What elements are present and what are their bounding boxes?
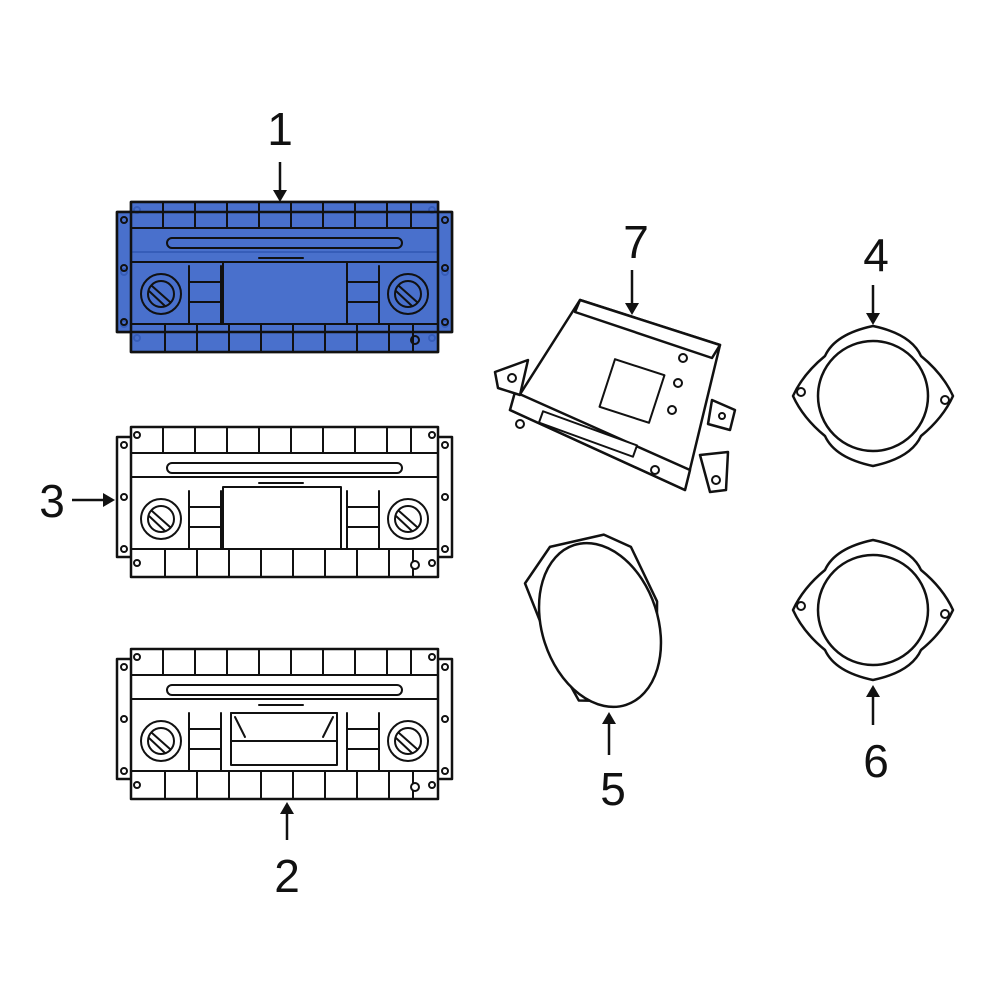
part-2-radio[interactable] bbox=[115, 647, 454, 801]
part-3-radio[interactable] bbox=[115, 425, 454, 579]
callout-1: 1 bbox=[267, 103, 293, 155]
callout-4: 4 bbox=[863, 229, 889, 281]
part-5-speaker[interactable] bbox=[517, 521, 683, 723]
leader-arrows bbox=[72, 162, 880, 840]
callout-5: 5 bbox=[600, 763, 626, 815]
part-1-highlight-fill bbox=[117, 202, 452, 352]
callout-2: 2 bbox=[274, 850, 300, 902]
part-1-outline bbox=[115, 200, 454, 354]
callout-7: 7 bbox=[623, 216, 649, 268]
part-6-speaker[interactable] bbox=[791, 538, 955, 682]
callout-6: 6 bbox=[863, 735, 889, 787]
callout-3: 3 bbox=[39, 475, 65, 527]
part-4-speaker[interactable] bbox=[791, 324, 955, 468]
part-7-amplifier[interactable] bbox=[493, 298, 737, 494]
callout-labels: 1 2 3 4 5 6 7 bbox=[39, 103, 889, 902]
